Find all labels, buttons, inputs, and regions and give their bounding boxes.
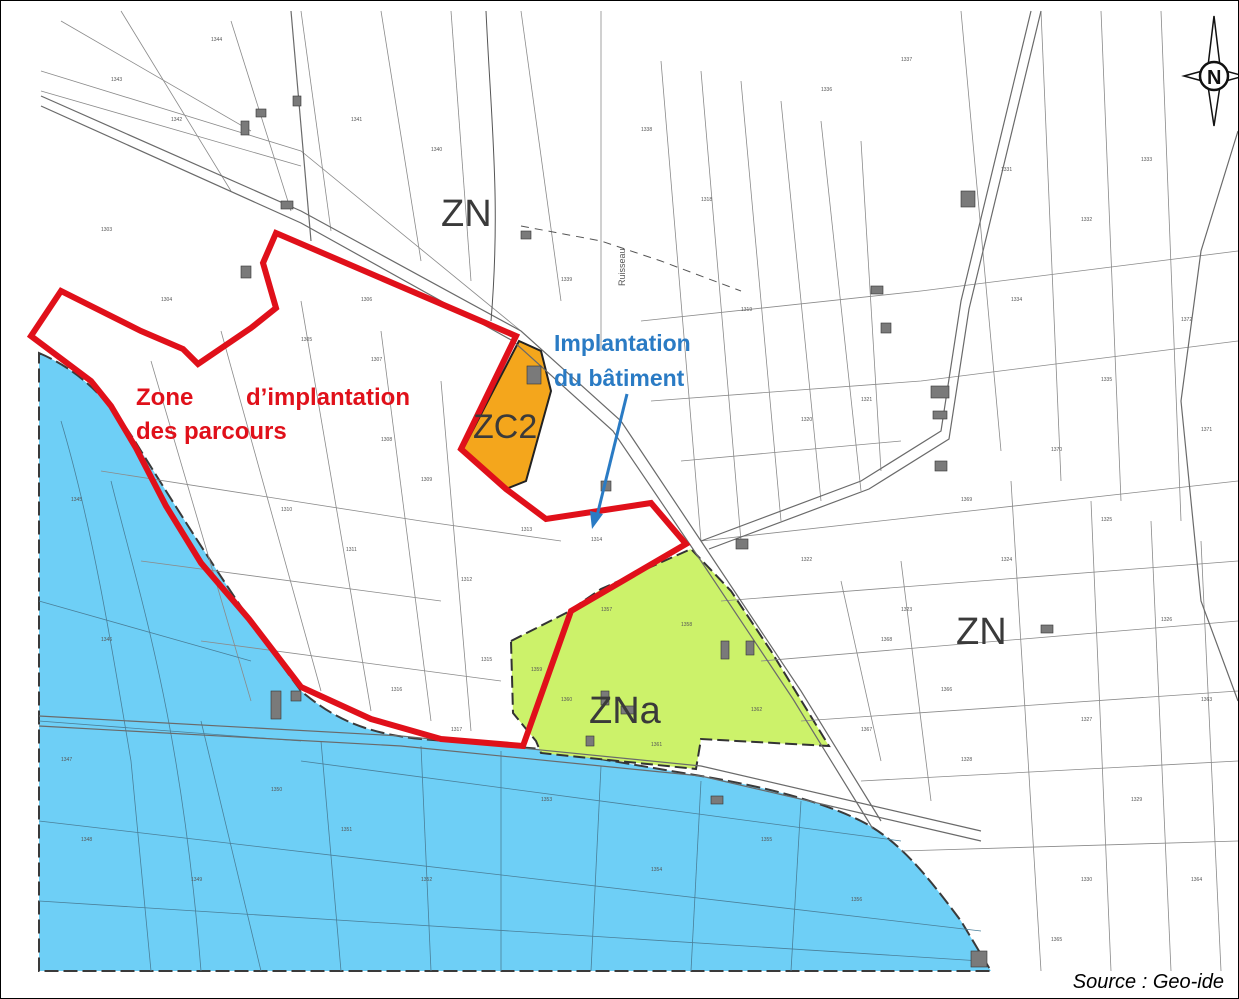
parcel-number: 1317 xyxy=(451,727,462,733)
zone-label-zn-top: ZN xyxy=(441,193,492,235)
parcel-number: 1308 xyxy=(381,437,392,443)
dashed-track xyxy=(520,225,742,292)
parcel-number: 1325 xyxy=(1101,517,1112,523)
parcel-number: 1369 xyxy=(961,497,972,503)
parcel-number: 1315 xyxy=(481,657,492,663)
stream-label: Ruisseau xyxy=(617,248,627,286)
buildings xyxy=(240,95,1054,968)
parcel-number: 1328 xyxy=(961,757,972,763)
parcours-zone-outline xyxy=(26,229,691,750)
parcours-label-line2: des parcours xyxy=(136,418,287,445)
zna-zone xyxy=(509,547,831,771)
parcel-number: 1337 xyxy=(901,57,912,63)
parcel-number: 1365 xyxy=(1051,937,1062,943)
parcel-number: 1313 xyxy=(521,527,532,533)
parcel-number: 1312 xyxy=(461,577,472,583)
parcel-numbers: 1303 1304 1305 1306 1307 1308 1309 1310 … xyxy=(61,37,1212,943)
parcel-number: 1332 xyxy=(1081,217,1092,223)
parcel-number: 1349 xyxy=(191,877,202,883)
parcel-number: 1330 xyxy=(1081,877,1092,883)
source-caption: Source : Geo-ide xyxy=(1072,971,1224,993)
parcel-number: 1331 xyxy=(1001,167,1012,173)
compass-letter: N xyxy=(1207,67,1221,89)
parcel-number: 1307 xyxy=(371,357,382,363)
parcel-number: 1342 xyxy=(171,117,182,123)
parcours-label-line1-b: d’implantation xyxy=(246,384,410,411)
parcel-number: 1306 xyxy=(361,297,372,303)
parcel-number: 1311 xyxy=(346,547,357,553)
parcours-label-line1-a: Zone xyxy=(136,384,193,411)
parcel-number: 1346 xyxy=(101,637,112,643)
parcel-number: 1359 xyxy=(531,667,542,673)
parcel-number: 1320 xyxy=(801,417,812,423)
parcel-number: 1310 xyxy=(281,507,292,513)
parcel-number: 1339 xyxy=(561,277,572,283)
parcel-number: 1322 xyxy=(801,557,812,563)
parcel-number: 1326 xyxy=(1161,617,1172,623)
parcel-number: 1319 xyxy=(741,307,752,313)
parcel-number: 1334 xyxy=(1011,297,1022,303)
parcel-number: 1314 xyxy=(591,537,602,543)
parcel-number: 1351 xyxy=(341,827,352,833)
batiment-label-line1: Implantation xyxy=(554,330,691,356)
parcel-number: 1348 xyxy=(81,837,92,843)
parcel-number: 1360 xyxy=(561,697,572,703)
parcel-number: 1368 xyxy=(881,637,892,643)
parcel-number: 1341 xyxy=(351,117,362,123)
parcel-number: 1353 xyxy=(541,797,552,803)
parcel-number: 1309 xyxy=(421,477,432,483)
parcel-number: 1327 xyxy=(1081,717,1092,723)
zone-label-zna: ZNa xyxy=(589,690,662,732)
parcel-number: 1362 xyxy=(751,707,762,713)
parcel-number: 1333 xyxy=(1141,157,1152,163)
parcel-lines xyxy=(40,10,1238,972)
parcel-number: 1371 xyxy=(1201,427,1212,433)
parcel-number: 1364 xyxy=(1191,877,1202,883)
parcel-number: 1352 xyxy=(421,877,432,883)
parcel-number: 1347 xyxy=(61,757,72,763)
zone-label-zc2: ZC2 xyxy=(473,408,537,446)
compass-rose-icon: N xyxy=(1181,15,1238,127)
parcel-number: 1356 xyxy=(851,897,862,903)
parcel-number: 1367 xyxy=(861,727,872,733)
parcel-number: 1335 xyxy=(1101,377,1112,383)
parcel-number: 1305 xyxy=(301,337,312,343)
parcel-number: 1361 xyxy=(651,742,662,748)
parcel-number: 1358 xyxy=(681,622,692,628)
parcel-number: 1336 xyxy=(821,87,832,93)
parcel-number: 1354 xyxy=(651,867,662,873)
parcel-number: 1366 xyxy=(941,687,952,693)
parcel-number: 1324 xyxy=(1001,557,1012,563)
parcel-number: 1350 xyxy=(271,787,282,793)
parcel-number: 1316 xyxy=(391,687,402,693)
batiment-label-line2: du bâtiment xyxy=(554,365,685,391)
parcel-number: 1303 xyxy=(101,227,112,233)
parcel-number: 1355 xyxy=(761,837,772,843)
parcel-number: 1372 xyxy=(1181,317,1192,323)
parcel-number: 1338 xyxy=(641,127,652,133)
parcel-number: 1329 xyxy=(1131,797,1142,803)
stream xyxy=(485,10,496,322)
parcel-number: 1370 xyxy=(1051,447,1062,453)
parcel-number: 1345 xyxy=(71,497,82,503)
parcel-number: 1357 xyxy=(601,607,612,613)
parcel-number: 1321 xyxy=(861,397,872,403)
parcel-number: 1343 xyxy=(111,77,122,83)
parcel-number: 1304 xyxy=(161,297,172,303)
batiment-arrow xyxy=(590,393,629,529)
parcel-number: 1318 xyxy=(701,197,712,203)
parcel-number: 1340 xyxy=(431,147,442,153)
parcel-number: 1344 xyxy=(211,37,222,43)
parcel-number: 1363 xyxy=(1201,697,1212,703)
parcel-number: 1323 xyxy=(901,607,912,613)
zone-label-zn-right: ZN xyxy=(956,611,1007,653)
